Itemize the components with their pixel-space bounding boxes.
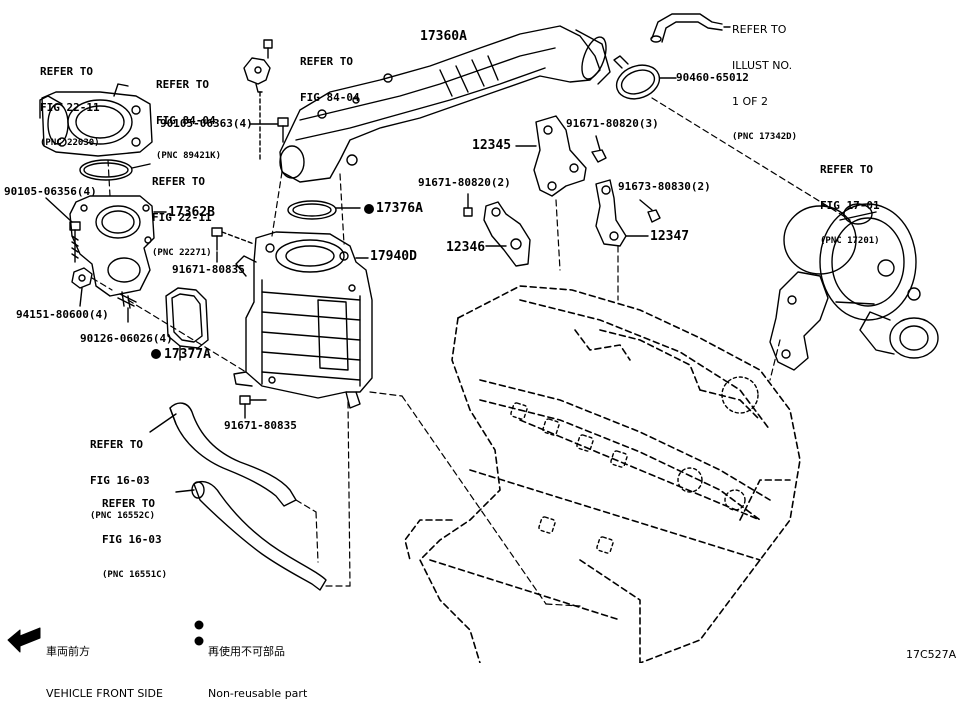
legend-front-en: VEHICLE FRONT SIDE: [46, 687, 163, 700]
ref-line: REFER TO: [90, 438, 143, 451]
ref-fig84-04-bolt: REFER TO FIG 84-04: [300, 32, 360, 116]
ref-line: FIG 84-04: [300, 91, 360, 104]
legend-front-side: 車両前方 VEHICLE FRONT SIDE: [46, 617, 163, 715]
part-17377A: 17377A: [164, 347, 211, 362]
bolt-91671-80835-a: [211, 227, 255, 263]
ref-line: REFER TO: [40, 65, 93, 78]
part-91671-80820-3: 91671-80820(3): [566, 117, 659, 130]
ref-pnc: (PNC 22030): [40, 138, 100, 148]
ref-line: REFER TO: [102, 497, 155, 510]
ref-line: FIG 22-11: [152, 211, 212, 224]
ref-pnc: (PNC 22271): [152, 248, 212, 258]
ref-fig22-11-throttle: REFER TO FIG 22-11 (PNC 22030): [40, 42, 100, 161]
bolt-91671-80820-3: [591, 135, 607, 163]
legend-dot-cn: 再使用不可部品: [208, 645, 285, 658]
hose-16551C: [175, 480, 327, 591]
hose-clamp: [613, 55, 677, 100]
bolt-91673-80830: [639, 199, 661, 223]
part-12345: 12345: [472, 138, 512, 153]
ref-fig84-04-sensor: REFER TO FIG 84-04 (PNC 89421K): [156, 55, 221, 174]
bracket-12345: [515, 115, 587, 197]
bolt-91671-80820-2: [463, 193, 473, 217]
ref-line: REFER TO: [156, 78, 209, 91]
legend-dot-en: Non-reusable part: [208, 687, 308, 700]
gasket-17377A: [165, 287, 209, 361]
front-arrow-icon: [7, 627, 41, 653]
ref-line: REFER TO: [732, 23, 787, 36]
non-reusable-dot-icon: [194, 636, 204, 646]
drawing-code: 17C527A: [906, 648, 957, 661]
throttle-body: [39, 83, 153, 157]
legend-non-reusable: 再使用不可部品 Non-reusable part: [208, 617, 307, 715]
part-91671-80820-2: 91671-80820(2): [418, 176, 511, 189]
hose-16552C: [149, 402, 297, 507]
part-17376A: 17376A: [376, 201, 423, 216]
ref-pnc: (PNC 17201): [820, 236, 880, 246]
ref-pnc: (PNC 89421K): [156, 151, 222, 161]
stud-90126: [117, 291, 137, 323]
ref-line: REFER TO: [820, 163, 873, 176]
intake-duct-17360A: [279, 25, 611, 183]
part-90126-06026: 90126-06026(4): [80, 332, 173, 345]
ref-line: FIG 22-11: [40, 101, 100, 114]
part-12347: 12347: [650, 229, 690, 244]
ref-line: FIG 16-03: [90, 474, 150, 487]
ref-illust-1of2: REFER TO ILLUST NO. 1 OF 2 (PNC 17342D): [732, 0, 797, 155]
ref-fig17-01-turbo: REFER TO FIG 17-01 (PNC 17201): [820, 140, 880, 259]
bolt-90105-06363: [249, 117, 289, 143]
ref-line: REFER TO: [300, 55, 353, 68]
part-91671-80835-a: 91671-80835: [172, 263, 245, 276]
ref-pnc: (PNC 17342D): [732, 132, 798, 142]
ref-pnc: (PNC 16551C): [102, 570, 168, 580]
part-17940D: 17940D: [370, 249, 417, 264]
part-91673-80830: 91673-80830(2): [618, 180, 711, 193]
bolt-90105-06356: [45, 197, 81, 263]
ref-line: FIG 17-01: [820, 199, 880, 212]
part-94151-80600: 94151-80600(4): [16, 308, 109, 321]
non-reusable-dot-icon: [364, 204, 374, 214]
nut-94151: [71, 267, 93, 307]
bracket-12347: [595, 179, 649, 247]
head-ports: [510, 376, 759, 554]
part-17360A: 17360A: [420, 29, 467, 44]
ref-line: 1 OF 2: [732, 95, 768, 108]
part-91671-80835-b: 91671-80835: [224, 419, 297, 432]
gasket-17376A: [287, 200, 361, 220]
ref-pnc: (PNC 16552C): [90, 511, 156, 521]
non-reusable-dot-icon: [151, 349, 161, 359]
bolt-91671-80835-b: [239, 395, 267, 419]
part-90460-65012: 90460-65012: [676, 71, 749, 84]
ref-fig16-03-hose-a: REFER TO FIG 16-03 (PNC 16552C): [90, 415, 155, 534]
legend-front-cn: 車両前方: [46, 645, 90, 658]
part-90105-06356: 90105-06356(4): [4, 185, 97, 198]
non-reusable-dot-icon: [194, 620, 204, 630]
parts-diagram: [7, 13, 939, 663]
turbocharger: [769, 203, 939, 371]
ref-line: FIG 16-03: [102, 533, 162, 546]
sensor-89421K: [243, 39, 273, 161]
ref-line: ILLUST NO.: [732, 59, 793, 72]
part-90105-06363: 90105-06363(4): [160, 117, 253, 130]
intercooler-17940D: [233, 231, 373, 409]
part-12346: 12346: [446, 240, 486, 255]
ref-fig22-11-gasket: REFER TO FIG 22-11 (PNC 22271): [152, 152, 212, 271]
ref-line: REFER TO: [152, 175, 205, 188]
ref-fig16-03-hose-b: REFER TO FIG 16-03 (PNC 16551C): [102, 474, 167, 593]
ref-line: FIG 84-04: [156, 114, 216, 127]
gasket-22271: [79, 159, 151, 181]
engine-block: [404, 285, 801, 663]
assembly-leaders: [91, 97, 851, 607]
small-hose-top: [650, 13, 731, 43]
part-17362B: 17362B: [168, 205, 215, 220]
bracket-12346: [483, 201, 531, 267]
